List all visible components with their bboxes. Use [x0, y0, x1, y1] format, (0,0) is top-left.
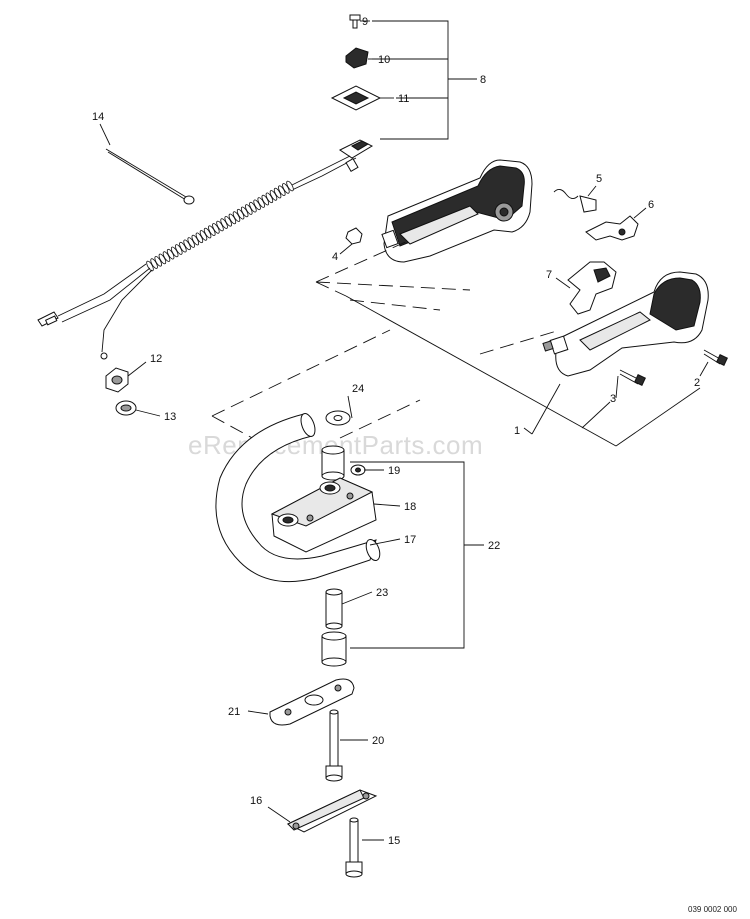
callout-17: 17 [404, 534, 416, 546]
part-2-screw [703, 349, 728, 366]
part-10-nut [345, 47, 376, 69]
callout-12: 12 [150, 353, 162, 365]
part-12-nut [105, 367, 129, 393]
part-5-spring [553, 185, 597, 213]
part-6-lever [585, 207, 647, 241]
callout-15: 15 [388, 835, 400, 847]
callout-3: 3 [610, 393, 616, 405]
part-14-cable-tie [99, 123, 195, 205]
spring-coil-turn [203, 227, 212, 239]
callout-2: 2 [694, 377, 700, 389]
part-17-loop-handle [215, 413, 381, 583]
bracket-22 [350, 461, 484, 649]
callout-11: 11 [398, 93, 409, 105]
part-9-screw [349, 14, 370, 29]
callout-10: 10 [378, 54, 390, 66]
spring-coil-turn [224, 216, 232, 227]
callout-labels: 9 10 11 8 14 5 6 4 7 12 13 24 2 3 1 19 1… [92, 16, 700, 847]
assembly-guide-lines [211, 239, 701, 447]
part-20-bolt [325, 709, 343, 782]
part-18-clamp [270, 477, 377, 553]
part-19-nut [350, 464, 366, 476]
callout-22: 22 [488, 540, 500, 552]
spring-coil-turn [154, 256, 162, 267]
part-21-plate [269, 678, 355, 726]
callout-18: 18 [404, 501, 416, 513]
sleeve-top [321, 445, 345, 481]
spring-sheath [146, 180, 294, 272]
throttle-cable-assembly [37, 139, 374, 360]
part-23-pin [325, 588, 343, 630]
part-3-screw [619, 369, 646, 386]
spring-coil-turn [286, 180, 294, 192]
callout-8: 8 [480, 74, 486, 86]
callout-19: 19 [388, 465, 400, 477]
callout-4: 4 [332, 251, 338, 263]
part-7-trigger [555, 261, 617, 315]
part-11-plate [330, 85, 394, 111]
callout-5: 5 [596, 173, 602, 185]
callout-13: 13 [164, 411, 176, 423]
part-15-bolt [345, 817, 363, 878]
callout-7: 7 [546, 269, 552, 281]
callout-21: 21 [228, 706, 240, 718]
callout-1: 1 [514, 425, 520, 437]
callout-24: 24 [352, 383, 364, 395]
callout-9: 9 [362, 16, 368, 28]
callout-23: 23 [376, 587, 388, 599]
callout-14: 14 [92, 111, 104, 123]
sleeve-bottom [321, 631, 347, 667]
handle-upper-half [381, 159, 533, 263]
handle-lower-half [542, 271, 709, 377]
part-24-washer [325, 410, 351, 426]
leader-lines [127, 361, 709, 841]
spring-coil-turn [249, 201, 257, 213]
spring-coil-turn [273, 187, 282, 199]
part-16-plate [286, 789, 378, 833]
bracket-8 [372, 20, 477, 140]
part-4-nut [339, 227, 363, 255]
diagram-code: 039 0002 000 [688, 905, 737, 914]
callout-16: 16 [250, 795, 262, 807]
spring-coil-turn [179, 241, 187, 253]
part-13-nut [115, 400, 137, 416]
callout-6: 6 [648, 199, 654, 211]
callout-20: 20 [372, 735, 384, 747]
